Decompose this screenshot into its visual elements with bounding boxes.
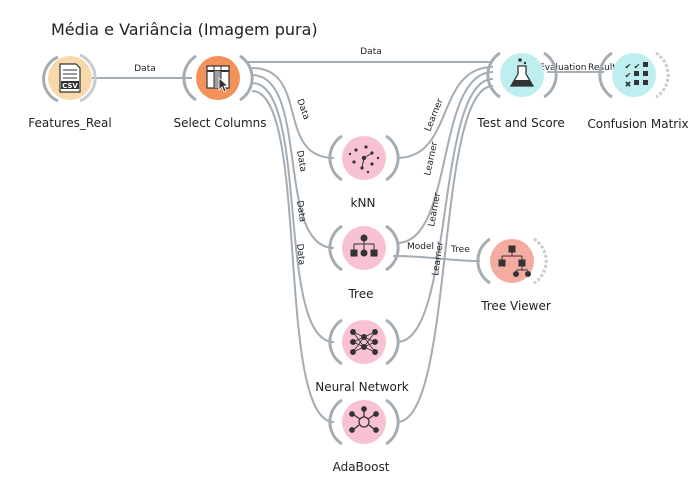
output-arc: [385, 224, 400, 272]
edge-tree-testscore[interactable]: [396, 71, 494, 244]
edges: [92, 61, 604, 423]
edge-label-nn-testscore: Learner: [427, 192, 443, 228]
output-arc: [385, 134, 400, 182]
node-label-select-columns: Select Columns: [173, 116, 267, 130]
edge-label-features-select: Data: [134, 64, 156, 74]
select-columns-icon: [206, 65, 230, 93]
svg-text:✔: ✔: [625, 62, 632, 71]
edge-select-ada[interactable]: [251, 90, 335, 423]
node-confusion-matrix[interactable]: ✔ ✔ ✔ ✖: [598, 51, 670, 99]
output-arc: [543, 51, 558, 99]
node-knn[interactable]: [328, 134, 400, 182]
knn-icon: [348, 145, 380, 174]
input-arc: [182, 54, 197, 102]
input-arc: [486, 51, 501, 99]
edge-label-select-knn: Data: [294, 98, 311, 122]
edge-label-evaluation: Evaluation: [539, 63, 587, 73]
node-label-tree-viewer: Tree Viewer: [481, 299, 551, 313]
adaboost-icon: [349, 406, 379, 433]
edge-ada-testscore[interactable]: [396, 85, 494, 423]
edge-label-tree: Tree: [450, 245, 470, 255]
node-label-test-and-score: Test and Score: [477, 116, 565, 130]
edge-nn-testscore[interactable]: [396, 78, 494, 343]
node-test-and-score[interactable]: [486, 51, 558, 99]
neural-network-icon: [350, 329, 378, 355]
output-arc: [79, 53, 97, 103]
input-arc: [476, 237, 491, 285]
input-arc: [598, 51, 613, 99]
node-label-adaboost: AdaBoost: [332, 460, 390, 474]
edge-label-ada-testscore: Learner: [431, 241, 446, 277]
edge-label-select-nn: Data: [294, 200, 307, 223]
node-label-knn: kNN: [350, 196, 376, 210]
svg-text:✔: ✔: [634, 62, 641, 71]
node-adaboost[interactable]: [328, 398, 400, 446]
edge-label-knn-testscore: Learner: [424, 97, 446, 133]
edge-label-select-testscore: Data: [360, 47, 382, 57]
node-label-neural-network: Neural Network: [315, 380, 409, 394]
node-circle: [490, 239, 534, 283]
node-features-real[interactable]: CSV: [42, 53, 97, 103]
tree-viewer-icon: [498, 245, 531, 277]
edge-label-select-tree: Data: [294, 150, 308, 173]
output-arc: [655, 51, 670, 99]
confusion-matrix-icon: ✔ ✔ ✔ ✖: [625, 62, 648, 89]
node-circle: [342, 320, 386, 364]
node-select-columns[interactable]: [182, 54, 254, 102]
csv-icon-text: CSV: [62, 82, 78, 90]
node-neural-network[interactable]: [328, 318, 400, 366]
input-arc: [42, 55, 59, 103]
node-circle: [342, 400, 386, 444]
input-arc: [328, 224, 343, 272]
edge-knn-testscore[interactable]: [396, 66, 494, 159]
input-arc: [328, 398, 343, 446]
output-arc: [239, 54, 254, 102]
csv-file-icon: CSV: [59, 63, 81, 93]
workflow-title: Média e Variância (Imagem pura): [51, 20, 318, 39]
node-label-confusion-matrix: Confusion Matrix: [587, 117, 689, 131]
edge-label-model: Model: [407, 242, 434, 252]
input-arc: [328, 318, 343, 366]
edge-select-tree[interactable]: [251, 74, 335, 249]
node-label-features-real: Features_Real: [28, 116, 112, 130]
edge-select-nn[interactable]: [251, 82, 335, 343]
edge-select-knn[interactable]: [251, 67, 335, 159]
node-label-tree: Tree: [348, 287, 374, 301]
svg-text:✖: ✖: [625, 80, 632, 89]
input-arc: [328, 134, 343, 182]
edge-tree-treeviewer[interactable]: [392, 255, 481, 262]
edge-label-results: Results: [588, 63, 621, 73]
output-arc: [385, 398, 400, 446]
node-tree[interactable]: [328, 224, 400, 272]
svg-text:✔: ✔: [625, 71, 632, 80]
edge-label-select-ada: Data: [294, 243, 306, 265]
output-arc: [385, 318, 400, 366]
node-tree-viewer[interactable]: [476, 237, 548, 285]
decision-tree-icon: [350, 234, 378, 257]
flask-icon: [509, 58, 535, 87]
output-arc: [533, 237, 548, 285]
